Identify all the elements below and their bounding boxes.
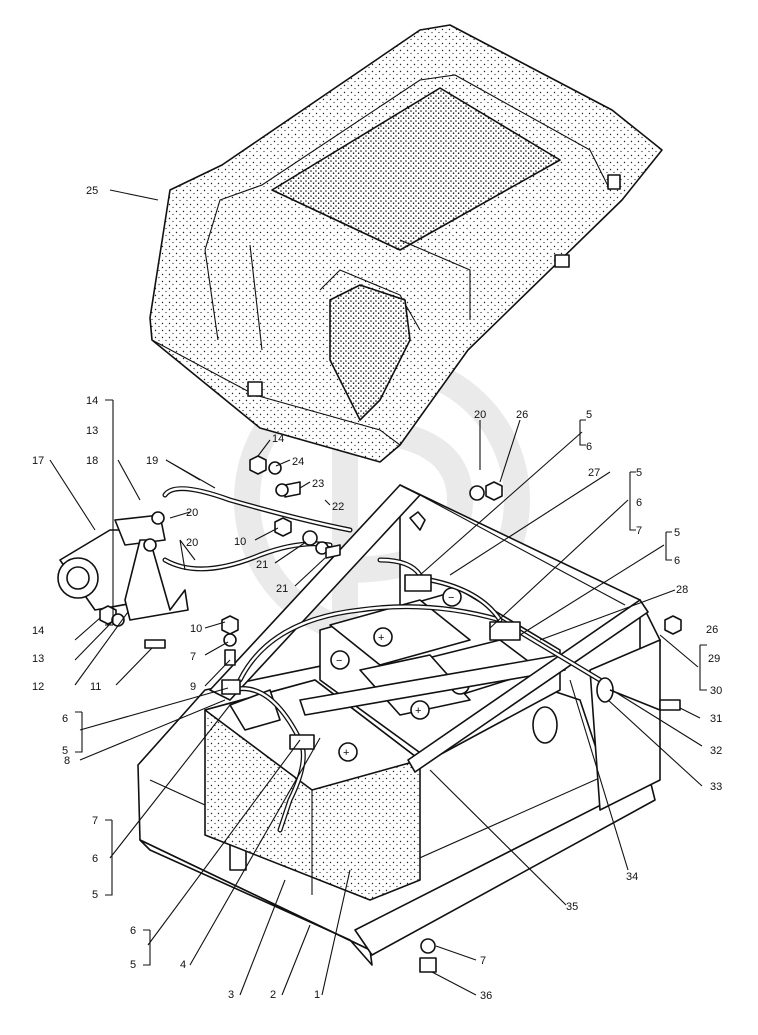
callout-35: 35	[566, 901, 578, 913]
callout-33: 33	[710, 781, 722, 793]
callout-31: 31	[710, 713, 722, 725]
callout-1: 1	[314, 989, 320, 1001]
callout-5f: 5	[130, 959, 136, 971]
callout-7b: 7	[636, 525, 642, 537]
callout-10a: 10	[234, 536, 246, 548]
callout-6d: 6	[62, 713, 68, 725]
callout-18: 20	[186, 507, 198, 519]
callout-20a: 20	[474, 409, 486, 421]
callout-7d: 7	[480, 955, 486, 967]
callout-17: 19	[146, 455, 158, 467]
callout-6b: 6	[636, 497, 642, 509]
terminal-symbol: −	[448, 592, 454, 604]
callout-6a: 6	[586, 441, 592, 453]
callout-23: 23	[312, 478, 324, 490]
callout-13b: 13	[32, 653, 44, 665]
callout-21: 21	[276, 583, 288, 595]
callout-30: 30	[710, 685, 722, 697]
battery-switch-assembly	[57, 511, 189, 621]
callout-36: 36	[480, 990, 492, 1002]
callout-26a: 26	[516, 409, 528, 421]
callout-14b: 14	[32, 625, 44, 637]
callout-13a: 13	[86, 425, 98, 437]
callout-12: 12	[32, 681, 44, 693]
callout-26b: 26	[706, 624, 718, 636]
callout-5d: 5	[62, 745, 68, 757]
small-hardware	[99, 455, 682, 973]
callout-4: 4	[180, 959, 186, 971]
callout-20b: 21	[256, 559, 268, 571]
callout-5a: 5	[586, 409, 592, 421]
terminal-symbol: +	[378, 632, 384, 644]
callout-10b: 10	[190, 623, 202, 635]
callout-8: 8	[64, 755, 70, 767]
terminal-symbol: −	[336, 655, 342, 667]
callout-7a: 7	[190, 651, 196, 663]
leader-lines	[49, 189, 707, 996]
callout-labels: 25 14 13 18 17 19 20 20 14 24 23 22 10 2…	[32, 185, 722, 1002]
callout-25: 25	[86, 185, 98, 197]
callout-7c: 7	[92, 815, 98, 827]
callout-6f: 6	[130, 925, 136, 937]
callout-5b: 5	[636, 467, 642, 479]
callout-3: 3	[228, 989, 234, 1001]
terminal-symbol: +	[343, 747, 349, 759]
callout-15: 17	[32, 455, 44, 467]
callout-14c: 14	[272, 433, 284, 445]
callout-27: 27	[588, 467, 600, 479]
callout-6c: 6	[674, 555, 680, 567]
callout-24: 24	[292, 456, 304, 468]
callout-29: 29	[708, 653, 720, 665]
battery-cover	[149, 24, 663, 463]
terminal-symbol: +	[415, 705, 421, 717]
callout-16: 18	[86, 455, 98, 467]
callout-22: 22	[332, 501, 344, 513]
callout-19: 20	[186, 537, 198, 549]
callout-11: 11	[90, 681, 101, 693]
callout-14a: 14	[86, 395, 98, 407]
battery-cables	[162, 486, 603, 833]
callout-32: 32	[710, 745, 722, 757]
callout-2: 2	[270, 989, 276, 1001]
callout-5e: 5	[92, 889, 98, 901]
callout-5c: 5	[674, 527, 680, 539]
callout-9: 9	[190, 681, 196, 693]
callout-28: 28	[676, 584, 688, 596]
callout-6e: 6	[92, 853, 98, 865]
callout-34: 34	[626, 871, 638, 883]
